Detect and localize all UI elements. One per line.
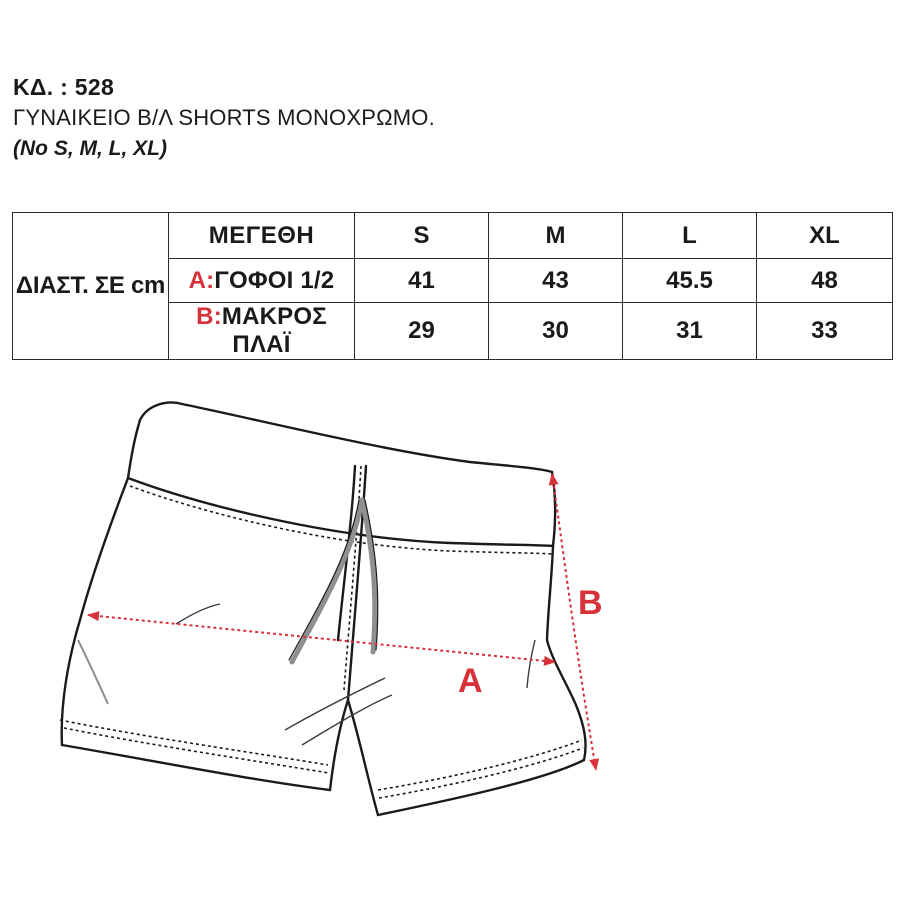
row-label-text: ΜΑΚΡΟΣ ΠΛΑΪ bbox=[221, 303, 327, 358]
size-header-xl: XL bbox=[756, 212, 893, 259]
product-code: ΚΔ. : 528 bbox=[13, 74, 115, 100]
sizes-title: ΜΕΓΕΘΗ bbox=[168, 212, 355, 259]
table-cell: 48 bbox=[756, 258, 893, 303]
row-label-side-length: B:ΜΑΚΡΟΣ ΠΛΑΪ bbox=[168, 302, 355, 360]
table-cell: 41 bbox=[354, 258, 489, 303]
product-header: ΚΔ. : 528 ΓΥΝΑΙΚΕΙΟ Β/Λ SHORTS ΜΟΝΟΧΡΩΜΟ… bbox=[13, 72, 435, 164]
table-cell: 43 bbox=[488, 258, 623, 303]
measurement-b: B bbox=[548, 473, 603, 771]
table-cell: 31 bbox=[622, 302, 757, 360]
table-cell: 33 bbox=[756, 302, 893, 360]
table-row: B:ΜΑΚΡΟΣ ΠΛΑΪ 29 30 31 33 bbox=[13, 302, 893, 360]
available-sizes: (No S, M, L, XL) bbox=[13, 137, 167, 160]
measurement-label-a: A bbox=[458, 662, 483, 700]
row-label-text: ΓΟΦΟΙ 1/2 bbox=[214, 266, 335, 294]
size-chart-table: ΔΙΑΣΤ. ΣΕ cm ΜΕΓΕΘΗ S M L XL A:ΓΟΦΟΙ 1/2… bbox=[12, 212, 893, 360]
measurement-label-b: B bbox=[578, 584, 603, 622]
shorts-illustration: A B bbox=[59, 401, 603, 817]
row-letter-b: B: bbox=[196, 303, 222, 330]
dimension-unit-label: ΔΙΑΣΤ. ΣΕ cm bbox=[12, 212, 169, 360]
stitching bbox=[59, 465, 584, 799]
table-cell: 45.5 bbox=[622, 258, 757, 303]
fabric-shadow-lines bbox=[77, 639, 109, 705]
table-cell: 30 bbox=[488, 302, 623, 360]
size-header-s: S bbox=[354, 212, 489, 259]
measurement-a: A bbox=[87, 611, 556, 700]
size-header-l: L bbox=[622, 212, 757, 259]
size-header-m: M bbox=[488, 212, 623, 259]
shorts-outline bbox=[60, 401, 587, 817]
product-description: ΓΥΝΑΙΚΕΙΟ Β/Λ SHORTS ΜΟΝΟΧΡΩΜΟ. bbox=[13, 105, 435, 130]
table-header-row: ΔΙΑΣΤ. ΣΕ cm ΜΕΓΕΘΗ S M L XL bbox=[12, 212, 893, 360]
row-label-hips: A:ΓΟΦΟΙ 1/2 bbox=[168, 258, 355, 303]
table-cell: 29 bbox=[354, 302, 489, 360]
row-letter-a: A: bbox=[188, 266, 215, 294]
